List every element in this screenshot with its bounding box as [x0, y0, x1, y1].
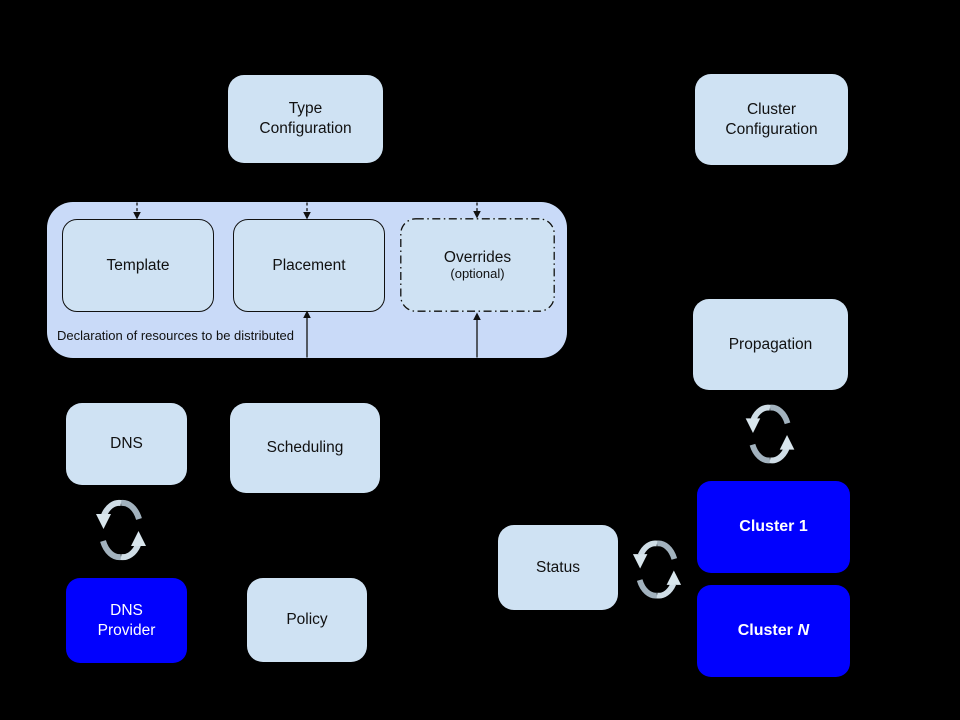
- template-node: Template: [62, 219, 214, 312]
- cluster-configuration-node: Cluster Configuration: [695, 74, 848, 165]
- scheduling-node: Scheduling: [230, 403, 380, 493]
- template-label: Template: [106, 256, 170, 274]
- overrides-title: Overrides: [443, 248, 512, 266]
- overrides-subtitle: (optional): [450, 266, 505, 282]
- dns-provider-node: DNS Provider: [66, 578, 187, 663]
- overrides-node: Overrides (optional): [400, 218, 555, 312]
- status-sync-icon: [632, 540, 682, 599]
- status-label: Status: [536, 558, 580, 576]
- cluster-1-node: Cluster 1: [697, 481, 850, 573]
- dns-provider-label-line1: DNS: [110, 601, 143, 619]
- type-configuration-label-line2: Configuration: [259, 120, 352, 137]
- scheduling-label: Scheduling: [266, 439, 344, 457]
- placement-node: Placement: [233, 219, 385, 312]
- overrides-dash-dot-border: [400, 218, 555, 312]
- dns-sync-icon: [96, 499, 146, 561]
- dns-label: DNS: [110, 435, 143, 453]
- propagation-node: Propagation: [693, 299, 848, 390]
- type-configuration-label-line1: Type: [288, 100, 323, 118]
- placement-label: Placement: [272, 256, 346, 274]
- type-configuration-node: Type Configuration: [228, 75, 383, 163]
- cluster-configuration-label-line1: Cluster: [746, 100, 797, 118]
- propagation-label: Propagation: [728, 335, 813, 353]
- cluster-n-label-prefix: Cluster: [737, 621, 793, 639]
- propagation-sync-icon: [745, 404, 795, 464]
- cluster-1-label: Cluster 1: [739, 517, 808, 535]
- dns-node: DNS: [66, 403, 187, 485]
- status-node: Status: [498, 525, 618, 610]
- policy-node: Policy: [247, 578, 367, 662]
- policy-label: Policy: [286, 611, 328, 629]
- declaration-caption: Declaration of resources to be distribut…: [57, 328, 295, 343]
- dns-provider-label-line2: Provider: [97, 621, 156, 639]
- cluster-configuration-label-line2: Configuration: [725, 120, 818, 138]
- cluster-n-label-suffix: N: [797, 621, 810, 639]
